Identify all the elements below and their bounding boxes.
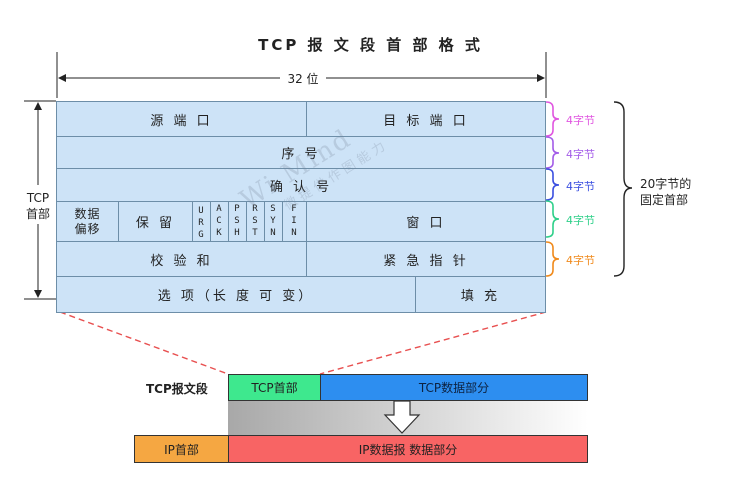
urgent-pointer-cell: 紧 急 指 针 xyxy=(306,241,546,277)
ip-header-bar: IP首部 xyxy=(134,435,229,463)
padding-cell: 填 充 xyxy=(415,276,546,313)
sequence-number-cell: 序 号 xyxy=(56,136,546,169)
flag-urg-label: U R G xyxy=(198,206,204,240)
dashed-left xyxy=(59,311,229,375)
flag-rst-label: R S T xyxy=(252,204,258,238)
data-offset-line1: 数据 xyxy=(74,206,101,221)
tcp-segment-label: TCP报文段 xyxy=(146,382,208,396)
tcp-header-label: TCP 首部 xyxy=(22,190,54,222)
brace-row1 xyxy=(545,101,560,137)
byte-label-row2: 4字节 xyxy=(566,148,595,161)
ip-data-bar: IP数据报 数据部分 xyxy=(228,435,588,463)
flag-ack-label: A C K xyxy=(216,204,222,238)
brace-row5 xyxy=(545,241,560,277)
options-cell: 选 项（长 度 可 变） xyxy=(56,276,416,313)
fixed-header-label-line2: 固定首部 xyxy=(640,193,689,207)
reserved-cell: 保 留 xyxy=(118,201,193,242)
brace-row2 xyxy=(545,136,560,169)
byte-label-row4: 4字节 xyxy=(566,214,595,227)
byte-label-row1: 4字节 xyxy=(566,114,595,127)
byte-label-row5: 4字节 xyxy=(566,254,595,267)
tcp-data-bar: TCP数据部分 xyxy=(320,374,588,401)
fixed-header-label-line1: 20字节的 xyxy=(640,177,692,191)
diagram-title: TCP 报 文 段 首 部 格 式 xyxy=(258,36,483,54)
down-arrow xyxy=(383,400,421,434)
data-offset-cell: 数据 偏移 xyxy=(56,201,119,242)
tcp-header-label-line1: TCP xyxy=(26,191,50,205)
brace-total xyxy=(613,101,633,277)
byte-label-row3: 4字节 xyxy=(566,180,595,193)
dashed-right xyxy=(319,311,547,375)
tcp-header-bar: TCP首部 xyxy=(228,374,321,401)
flag-syn-label: S Y N xyxy=(270,204,276,238)
ack-number-cell: 确 认 号 xyxy=(56,168,546,202)
flag-psh-label: P S H xyxy=(234,204,240,238)
source-port-cell: 源 端 口 xyxy=(56,101,307,137)
brace-row3 xyxy=(545,168,560,201)
fixed-header-label: 20字节的 固定首部 xyxy=(640,176,691,208)
width-label: 32 位 xyxy=(280,70,326,87)
data-offset-line2: 偏移 xyxy=(74,221,101,236)
checksum-cell: 校 验 和 xyxy=(56,241,307,277)
tcp-header-label-line2: 首部 xyxy=(25,207,50,221)
window-cell: 窗 口 xyxy=(306,201,546,242)
flag-fin-label: F I N xyxy=(291,204,297,238)
brace-row4 xyxy=(545,200,560,238)
